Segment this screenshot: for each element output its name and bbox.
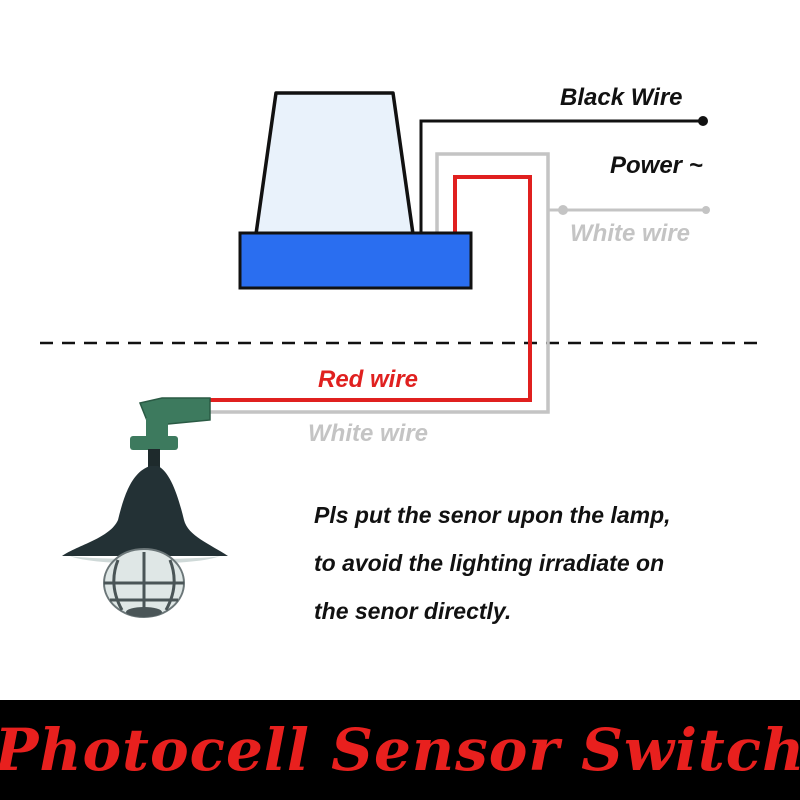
photocell-sensor-icon	[238, 91, 473, 290]
lamp-fitting-canopy	[130, 436, 178, 450]
pendant-lamp-icon	[62, 397, 228, 618]
black-wire	[419, 119, 703, 232]
black-wire-terminal	[698, 116, 708, 126]
banner-title: Photocell Sensor Switch	[0, 716, 800, 784]
red-wire	[200, 175, 532, 402]
white-wire-junction	[558, 205, 568, 215]
instruction-note: Pls put the senor upon the lamp, to avoi…	[314, 491, 671, 635]
lamp-stem	[148, 449, 160, 471]
white-wire-bottom-label: White wire	[308, 420, 429, 447]
power-label: Power ~	[610, 152, 703, 179]
instruction-line-3: the senor directly.	[314, 598, 512, 624]
white-wire-lamp	[200, 152, 550, 414]
sensor-base	[238, 231, 473, 290]
red-wire-label: Red wire	[318, 366, 419, 393]
instruction-line-1: Pls put the senor upon the lamp,	[314, 502, 671, 528]
white-wire-terminal	[702, 206, 710, 214]
lamp-cage	[104, 552, 184, 617]
sensor-dome	[254, 91, 415, 236]
white-wire-top-label: White wire	[570, 220, 691, 247]
black-wire-label: Black Wire	[560, 84, 683, 111]
lamp-cage-bottom	[126, 607, 162, 617]
wiring-diagram	[40, 91, 760, 618]
title-banner: Photocell Sensor Switch	[0, 700, 800, 800]
lamp-shade	[62, 466, 228, 556]
instruction-line-2: to avoid the lighting irradiate on	[314, 550, 665, 576]
lamp-fitting-elbow	[146, 418, 168, 440]
